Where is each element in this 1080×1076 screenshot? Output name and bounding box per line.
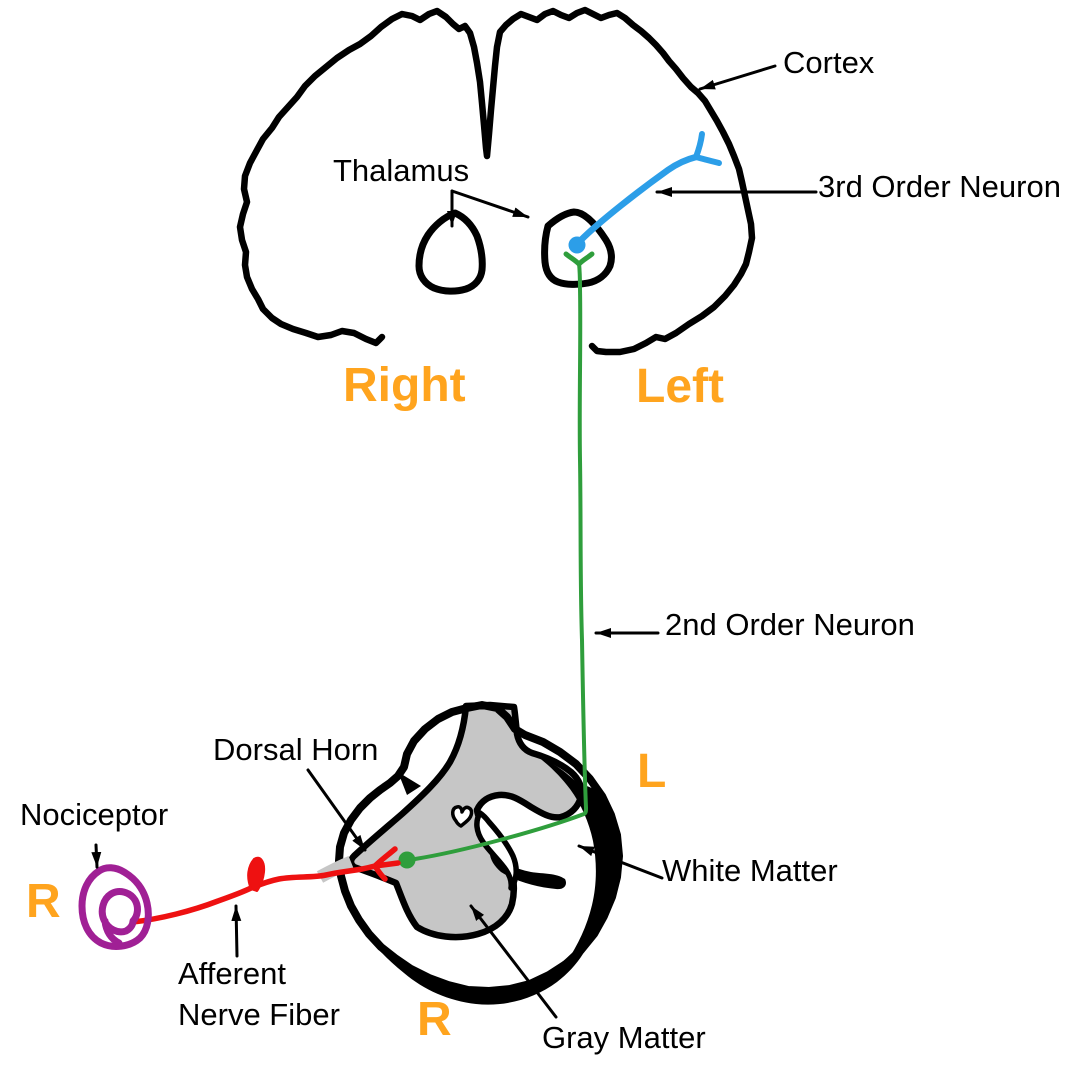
third-order-soma: [568, 236, 586, 254]
nociceptor-drawing: [78, 864, 152, 950]
afferent-arrow: [231, 904, 242, 958]
cord-bottom-shadow: [359, 920, 596, 1005]
second-order-soma: [398, 851, 416, 869]
third-order-neuron-drawing: [568, 131, 722, 254]
leader-arrows: [91, 64, 818, 1019]
thalamus-arrow-right: [450, 189, 530, 219]
gray-matter-label: Gray Matter: [542, 1020, 706, 1055]
thalamus-label: Thalamus: [333, 153, 470, 188]
cortex-label: Cortex: [783, 45, 875, 80]
afferent-nerve-fiber-label: Afferent Nerve Fiber: [178, 954, 340, 1036]
dorsal-horn-label: Dorsal Horn: [213, 732, 379, 767]
afferent-fiber-axon: [130, 863, 378, 925]
nociceptor-label: Nociceptor: [20, 797, 169, 832]
afferent-fiber-knob: [247, 856, 266, 892]
nociceptor-outer-loop: [78, 864, 152, 950]
cord-right-shadow: [538, 757, 618, 963]
third-order-axon: [577, 153, 700, 244]
second-order-axon: [413, 261, 588, 861]
brain-left-marker: Left: [636, 360, 724, 413]
thalamus-right-shape: [541, 208, 615, 288]
cortex-arrow: [698, 64, 777, 91]
afferent-label-line2: Nerve Fiber: [178, 996, 340, 1032]
afferent-fiber-terminal: [372, 846, 401, 882]
third-order-terminal: [693, 131, 722, 166]
cord-left-marker: L: [637, 745, 667, 798]
spinal-cord-drawing: [316, 701, 623, 1005]
thalamus-left-shape: [415, 209, 486, 295]
nociceptor-arrow: [91, 843, 102, 869]
cord-notch-wedge: [398, 772, 421, 795]
white-matter-label: White Matter: [662, 853, 838, 888]
white-matter-notch: [474, 810, 519, 891]
brain-right-marker: Right: [343, 359, 466, 412]
nociceptor-side-marker: R: [26, 875, 61, 928]
gray-matter-arrow: [469, 904, 558, 1019]
third-order-neuron-label: 3rd Order Neuron: [818, 169, 1061, 204]
second-order-neuron-drawing: [398, 251, 595, 869]
cord-middle-shadow: [489, 851, 566, 890]
brain-outline: [236, 6, 756, 356]
cord-outline: [335, 701, 623, 995]
dorsal-horn-arrow: [306, 768, 367, 852]
afferent-label-line1: Afferent: [178, 956, 287, 991]
nociceptor-inner-loop: [98, 888, 141, 947]
second-order-neuron-label: 2nd Order Neuron: [665, 607, 915, 642]
central-canal: [451, 805, 474, 828]
cord-right-marker: R: [417, 993, 452, 1046]
white-matter-arrow: [577, 844, 664, 880]
afferent-fiber-drawing: [130, 846, 401, 925]
